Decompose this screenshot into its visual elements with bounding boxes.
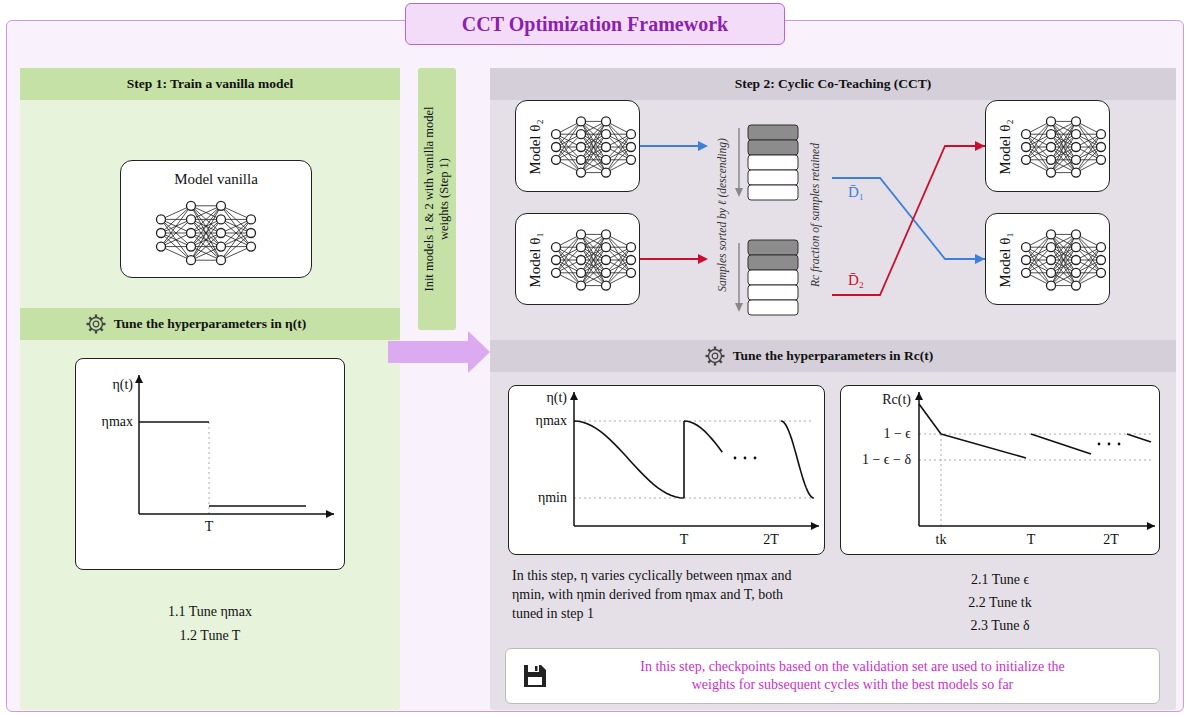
- network-links: [161, 206, 251, 260]
- note-box: In this step, checkpoints based on the v…: [505, 648, 1160, 704]
- node-text: ηmin: [538, 490, 567, 506]
- vertical-note: Rc fraction of samples retained: [809, 100, 821, 330]
- node-text: η(t): [112, 377, 133, 393]
- node-text: ηmax: [536, 413, 567, 429]
- step-label: 2.3 Tune δ: [970, 618, 1029, 634]
- panel-header: Step 2: Cyclic Co-Teaching (CCT): [490, 68, 1176, 100]
- network-units: [1022, 230, 1106, 290]
- model-box: Model θ₁: [515, 213, 640, 305]
- flow-arrow: [640, 146, 985, 295]
- node-text: ηmax: [102, 414, 133, 430]
- chart-drawing: [76, 359, 346, 571]
- node-text: Model θ₁: [527, 215, 544, 305]
- step1-panel-ground: [20, 68, 400, 710]
- save-icon: [522, 663, 548, 689]
- chart-box: η(t) ηmax ηminT 2T: [508, 385, 825, 555]
- description: In this step, η varies cyclically betwee…: [512, 566, 817, 623]
- mid-arrowheads: [698, 141, 708, 264]
- network-icon: [121, 161, 291, 279]
- panel-header: Step 1: Train a vanilla model: [20, 68, 400, 100]
- network-icon: [516, 101, 641, 193]
- network-links: [556, 121, 631, 172]
- network-icon: [516, 214, 641, 306]
- chart-box: η(t) ηmaxT: [75, 358, 345, 570]
- step-label: 1.2 Tune T: [180, 628, 241, 644]
- gear-icon: [704, 345, 726, 367]
- model-box: Model θ₂: [985, 100, 1110, 192]
- node-text: Model θ₂: [527, 102, 544, 192]
- chart-box: Rc(t) 1 − ϵ 1 − ϵ − δ tk T 2T: [840, 385, 1160, 555]
- block-arrow: [388, 331, 490, 373]
- node-text: Model vanilla: [121, 171, 311, 188]
- model-box: Model θ₁: [985, 213, 1110, 305]
- step-label: 2.2 Tune tk: [968, 595, 1031, 611]
- tune-band: Tune the hyperparameters in η(t): [20, 308, 400, 340]
- network-links: [556, 234, 631, 285]
- node-text: Tune the hyperparameters in η(t): [114, 316, 306, 332]
- node-text: 2T: [763, 532, 779, 548]
- model-box: Model vanilla: [120, 160, 312, 278]
- step-panel: Step 1: Train a vanilla modelModel vanil…: [20, 68, 400, 710]
- edge-label: D̄₁: [848, 184, 864, 201]
- node-text: 1 − ϵ: [883, 426, 911, 442]
- chart-drawing: [841, 386, 1161, 556]
- network-links: [1026, 234, 1101, 285]
- tune-band: Tune the hyperparameters in Rc(t): [490, 340, 1176, 372]
- init-box: Init models 1 & 2 with vanilla model wei…: [418, 68, 456, 330]
- node-text: Tune the hyperparameters in Rc(t): [733, 348, 933, 364]
- node-text: In this step, checkpoints based on the v…: [618, 658, 1088, 694]
- node-text: Init models 1 & 2 with vanilla model wei…: [422, 99, 452, 299]
- vertical-note: Samples sorted by ℓ (descending): [716, 100, 728, 330]
- network-units: [1022, 117, 1106, 177]
- node-text: T: [680, 532, 689, 548]
- node-text: T: [205, 519, 214, 535]
- edge-label: D̄₂: [848, 272, 864, 289]
- model-box: Model θ₂: [515, 100, 640, 192]
- database-bottom: [748, 240, 798, 315]
- network-units: [552, 230, 636, 290]
- network-units: [552, 117, 636, 177]
- step2-panel-ground: [490, 68, 1176, 710]
- network-links: [1026, 121, 1101, 172]
- node-text: tk: [936, 532, 947, 548]
- database-top: [748, 125, 798, 200]
- chart-drawing: [509, 386, 826, 556]
- node-text: 1 − ϵ − δ: [862, 452, 911, 468]
- sort-arrows: [735, 128, 743, 312]
- node-text: Model θ₂: [997, 102, 1014, 192]
- flow-arrow: [640, 146, 985, 259]
- node-text: Model θ₁: [997, 215, 1014, 305]
- node-text: T: [1027, 532, 1036, 548]
- network-icon: [986, 101, 1111, 193]
- node-text: η(t): [546, 390, 567, 406]
- step-panel: Step 2: Cyclic Co-Teaching (CCT) Model θ₂…: [490, 68, 1176, 710]
- step-label: 2.1 Tune ϵ: [971, 572, 1029, 588]
- title-tab: CCT Optimization Framework: [405, 3, 785, 45]
- node-text: Rc(t): [882, 392, 911, 408]
- title: CCT Optimization Framework: [462, 13, 728, 36]
- network-icon: [986, 214, 1111, 306]
- node-text: 2T: [1103, 532, 1119, 548]
- network-units: [157, 201, 256, 264]
- gear-icon: [85, 313, 107, 335]
- step-label: 1.1 Tune ηmax: [168, 604, 252, 620]
